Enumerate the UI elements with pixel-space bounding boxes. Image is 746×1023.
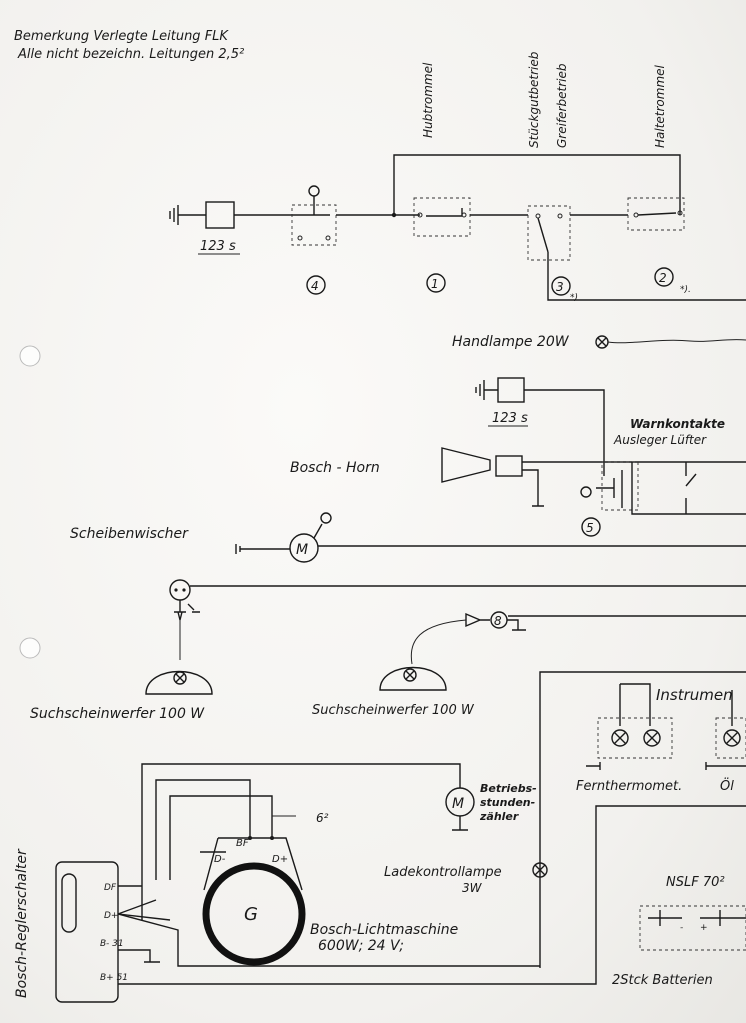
label-handlampe: Handlampe 20W: [452, 334, 570, 350]
label-ladekontrollampe-watt: 3W: [462, 881, 483, 895]
fuse-box-1: [205, 201, 235, 229]
label-lichtmaschine-1: Bosch-Lichtmaschine: [310, 922, 458, 938]
switch-1-box: [413, 197, 471, 237]
wiper-motor-label: M: [296, 542, 308, 558]
label-haltetrommel: Haltetrommel: [653, 64, 667, 148]
reg-label-b31: B- 31: [100, 939, 124, 949]
label-instrumente: Instrumen: [656, 686, 733, 704]
hour-meter: M Betriebs- stunden- zähler: [141, 763, 537, 920]
reg-label-dp: D+: [104, 911, 118, 921]
label-nslf: NSLF 70²: [666, 875, 725, 890]
label-bosch-horn: Bosch - Horn: [290, 460, 380, 476]
label-betriebs-2: stunden-: [480, 796, 535, 809]
fuse-box-2: [497, 377, 525, 403]
label-d-minus: D-: [214, 854, 226, 865]
switch-3-box: [527, 205, 571, 261]
marker-1: 1: [431, 277, 439, 291]
marker-3: 3: [556, 280, 564, 294]
footnote-star-2: *).: [680, 285, 691, 295]
punch-hole-top: [19, 345, 41, 367]
generator-label: G: [244, 904, 258, 925]
handlampe-lamp: [595, 335, 746, 349]
label-scheibenwischer: Scheibenwischer: [70, 526, 189, 542]
label-bosch-reglerschalter: Bosch-Reglerschalter: [14, 848, 30, 998]
label-fernthermometer: Fernthermomet.: [576, 779, 682, 794]
wiper-motor: M: [235, 512, 746, 563]
battery-minus: -: [680, 923, 683, 933]
marker-3-circle: [551, 276, 571, 296]
reg-label-b51: B+ 51: [100, 973, 128, 983]
marker-1-circle: [426, 273, 446, 293]
marker-5: 5: [586, 521, 594, 535]
label-warnkontakte: Warnkontakte: [630, 417, 725, 431]
marker-5-circle: [581, 517, 601, 537]
label-lichtmaschine-2: 600W; 24 V;: [318, 938, 404, 954]
label-wire-6: 6²: [316, 811, 329, 825]
label-d-plus: D+: [272, 854, 288, 865]
label-batterien: 2Stck Batterien: [612, 973, 713, 988]
reg-label-df: DF: [104, 883, 117, 893]
label-hubtrommel: Hubtrommel: [421, 62, 435, 138]
battery-circuit: NSLF 70² + - 2Stck Batterien: [612, 875, 746, 988]
marker-8: 8: [494, 614, 502, 628]
label-ausleger-luefter: Ausleger Lüfter: [613, 433, 707, 447]
horn-circuit: 123 s Warnkontakte Ausleger Lüfter Bosch…: [290, 377, 746, 537]
label-betriebs-3: zähler: [479, 810, 519, 823]
relay-5-box: [601, 461, 639, 511]
label-ladekontrollampe: Ladekontrollampe: [384, 865, 502, 880]
marker-2: 2: [659, 271, 667, 285]
wiper-motor-icon: [289, 533, 319, 563]
generator-circuit: 6² BF D- D+ G DF D+ B- 31 B+ 51 Bosch-Re…: [14, 779, 746, 1003]
punch-hole-bottom: [19, 637, 41, 659]
top-control-circuit: 123 s 4 1 3 *) 2 *).: [169, 154, 746, 303]
label-greiferbetrieb: Greiferbetrieb: [555, 63, 569, 148]
charge-lamp-icon: [532, 862, 548, 878]
note-line-2: Alle nicht bezeichn. Leitungen 2,5²: [17, 47, 244, 62]
label-suchscheinwerfer-2: Suchscheinwerfer 100 W: [312, 703, 475, 718]
horn-icon: [441, 447, 491, 483]
fuse-label-2: 123 s: [492, 411, 528, 426]
label-suchscheinwerfer-1: Suchscheinwerfer 100 W: [30, 706, 205, 722]
switch-2-box: [627, 197, 685, 231]
label-oel: Öl: [720, 777, 734, 794]
searchlight-circuit: Suchscheinwerfer 100 W 8 Suchscheinwerfe…: [30, 579, 746, 722]
generator-icon: [202, 862, 306, 966]
label-betriebs-1: Betriebs-: [480, 782, 537, 795]
marker-2-circle: [654, 267, 674, 287]
hour-meter-label: M: [452, 796, 464, 812]
battery-plus: +: [700, 923, 708, 933]
searchlight-2-icon: [379, 666, 447, 691]
label-stueckgutbetrieb: Stückgutbetrieb: [527, 51, 541, 148]
marker-4: 4: [311, 279, 319, 293]
label-bf: BF: [236, 838, 249, 849]
footnote-star-3: *): [570, 293, 578, 303]
instrument-circuit: Instrumen Fernthermomet. Öl: [539, 671, 746, 968]
note-line-1: Bemerkung Verlegte Leitung FLK: [14, 29, 229, 44]
searchlight-1-icon: [145, 670, 213, 695]
fuse-label-1: 123 s: [200, 239, 236, 254]
regulator-box: [55, 861, 119, 1003]
marker-4-circle: [306, 275, 326, 295]
